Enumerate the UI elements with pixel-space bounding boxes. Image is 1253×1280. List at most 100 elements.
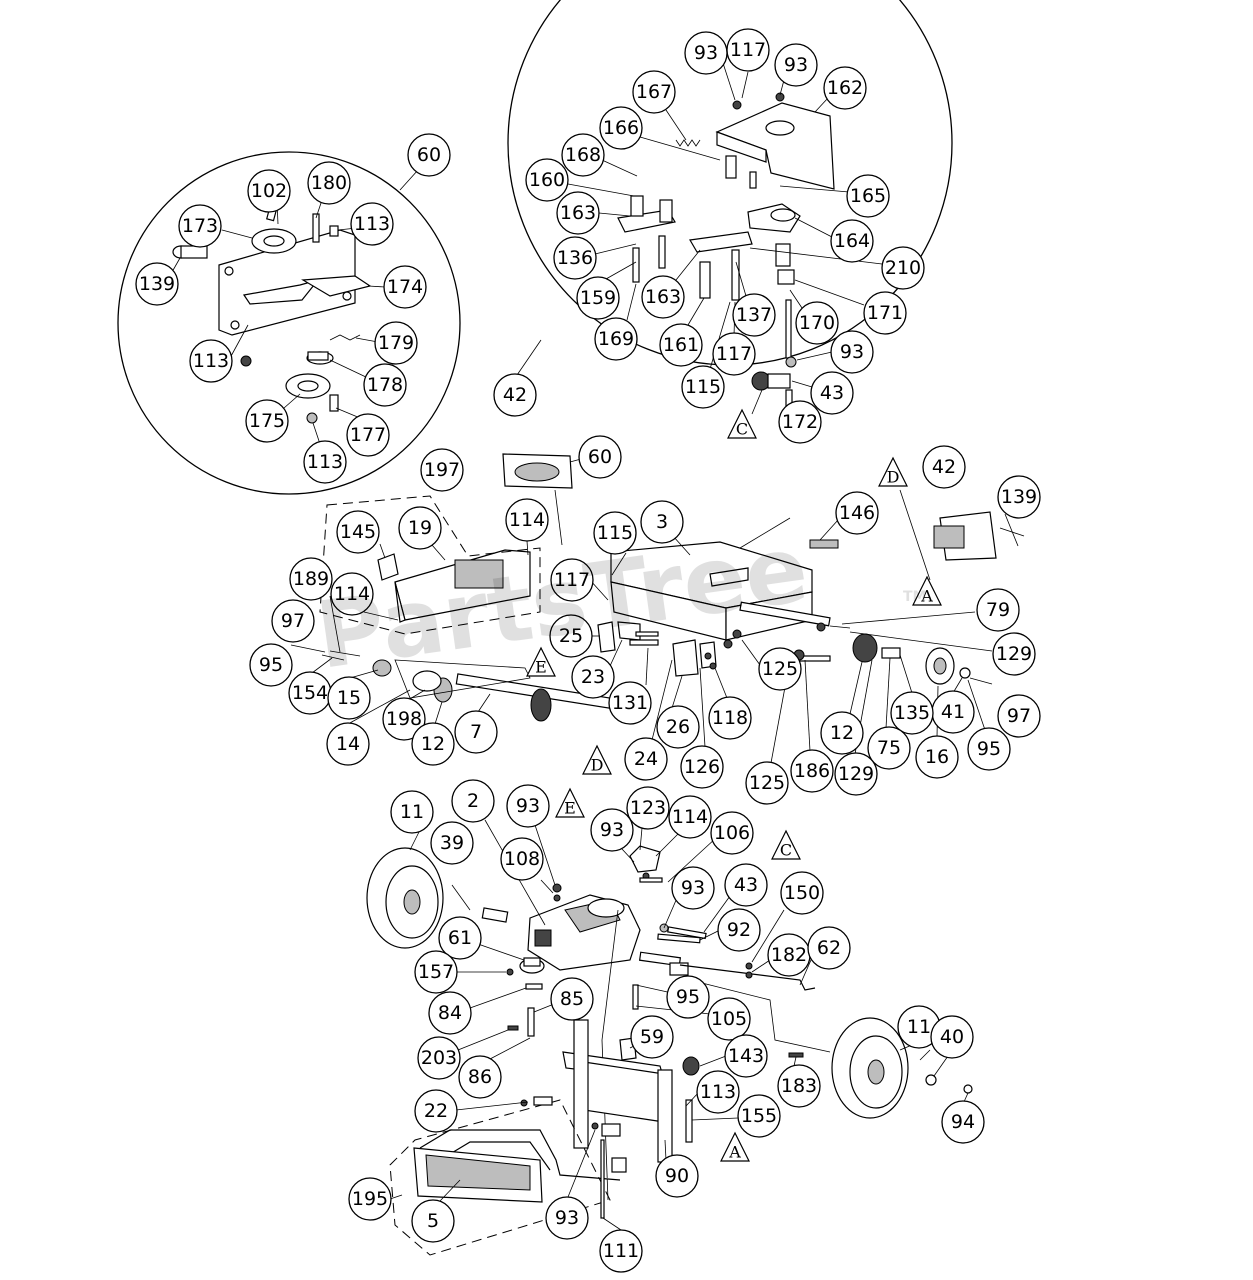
callout-circle: [922, 445, 966, 489]
callout-circle: [189, 339, 233, 383]
callout-circle: [599, 106, 643, 150]
callout-circle: [350, 202, 394, 246]
callout-5: 5: [411, 1199, 455, 1243]
callout-number: 19: [408, 517, 432, 539]
callout-circle: [867, 726, 911, 770]
callout-number: 195: [352, 1188, 388, 1210]
callout-139: 139: [135, 262, 179, 306]
callout-number: 171: [867, 302, 903, 324]
callout-number: 198: [386, 708, 422, 730]
callout-number: 143: [728, 1045, 764, 1067]
callout-number: 94: [951, 1111, 975, 1133]
callout-circle: [726, 28, 770, 72]
callout-150: 150: [780, 871, 824, 915]
callout-circle: [641, 275, 685, 319]
callout-59: 59: [630, 1015, 674, 1059]
callout-number: 162: [827, 77, 863, 99]
callout-number: 155: [741, 1105, 777, 1127]
callout-circle: [383, 265, 427, 309]
callout-number: 105: [711, 1008, 747, 1030]
callout-number: 178: [367, 374, 403, 396]
callout-24: 24: [624, 737, 668, 781]
callout-circle: [790, 749, 834, 793]
transaxle-and-handle-assembly: [366, 819, 973, 1256]
callout-circle: [777, 1064, 821, 1108]
watermark-text: PartsTree: [310, 515, 814, 690]
callout-number: 136: [557, 247, 593, 269]
callout-195: 195: [348, 1177, 392, 1221]
callout-number: 150: [784, 882, 820, 904]
callout-number: 93: [516, 795, 540, 817]
callout-93: 93: [671, 866, 715, 910]
callout-41: 41: [931, 690, 975, 734]
callout-92: 92: [717, 908, 761, 952]
callout-182: 182: [767, 933, 811, 977]
callout-7: 7: [454, 710, 498, 754]
callout-42: 42: [922, 445, 966, 489]
callout-117: 117: [550, 558, 594, 602]
callout-circle: [680, 745, 724, 789]
callout-3: 3: [640, 500, 684, 544]
callout-number: 146: [839, 502, 875, 524]
callout-159: 159: [576, 276, 620, 320]
callout-161: 161: [659, 323, 703, 367]
callout-circle: [795, 301, 839, 345]
callout-118: 118: [708, 696, 752, 740]
callout-circle: [454, 710, 498, 754]
callout-circle: [578, 435, 622, 479]
callout-circle: [346, 413, 390, 457]
callout-number: 117: [554, 569, 590, 591]
callout-circle: [506, 784, 550, 828]
reference-C: C: [771, 829, 801, 860]
callout-circle: [438, 916, 482, 960]
callout-111: 111: [599, 1229, 643, 1273]
callout-circle: [810, 371, 854, 415]
callout-circle: [249, 643, 293, 687]
callout-number: 111: [603, 1240, 639, 1262]
callout-95: 95: [249, 643, 293, 687]
callout-number: 12: [830, 722, 854, 744]
callout-circle: [458, 1055, 502, 1099]
callout-circle: [556, 191, 600, 235]
callout-number: 117: [716, 343, 752, 365]
callout-circle: [890, 691, 934, 735]
callout-circle: [630, 1015, 674, 1059]
callout-number: 186: [794, 760, 830, 782]
callout-circle: [525, 158, 569, 202]
callout-number: 159: [580, 287, 616, 309]
reference-D: D: [878, 456, 908, 487]
callout-number: 189: [293, 568, 329, 590]
callout-circle: [992, 632, 1036, 676]
callout-169: 169: [594, 317, 638, 361]
callout-number: 131: [612, 692, 648, 714]
callout-177: 177: [346, 413, 390, 457]
callout-circle: [576, 276, 620, 320]
callout-number: 160: [529, 169, 565, 191]
callout-number: 173: [182, 215, 218, 237]
callout-circle: [500, 837, 544, 881]
callout-number: 92: [727, 919, 751, 941]
callout-170: 170: [795, 301, 839, 345]
callout-135: 135: [890, 691, 934, 735]
callout-number: 97: [281, 610, 305, 632]
callout-113: 113: [696, 1070, 740, 1114]
callout-26: 26: [656, 705, 700, 749]
callout-number: 179: [378, 332, 414, 354]
callout-number: 183: [781, 1075, 817, 1097]
callout-number: 118: [712, 707, 748, 729]
callout-circle: [732, 293, 776, 337]
callout-number: 97: [1007, 705, 1031, 727]
callout-number: 24: [634, 748, 658, 770]
steering-bracket-assembly: [567, 59, 883, 415]
frame-and-shaft-assembly: [290, 453, 1025, 764]
callout-circle: [835, 491, 879, 535]
callout-171: 171: [863, 291, 907, 335]
reference-letter: A: [920, 587, 933, 606]
callout-125: 125: [745, 761, 789, 805]
callout-number: 129: [838, 763, 874, 785]
callout-108: 108: [500, 837, 544, 881]
callout-number: 93: [681, 877, 705, 899]
callout-number: 40: [940, 1026, 964, 1048]
callout-number: 42: [932, 456, 956, 478]
